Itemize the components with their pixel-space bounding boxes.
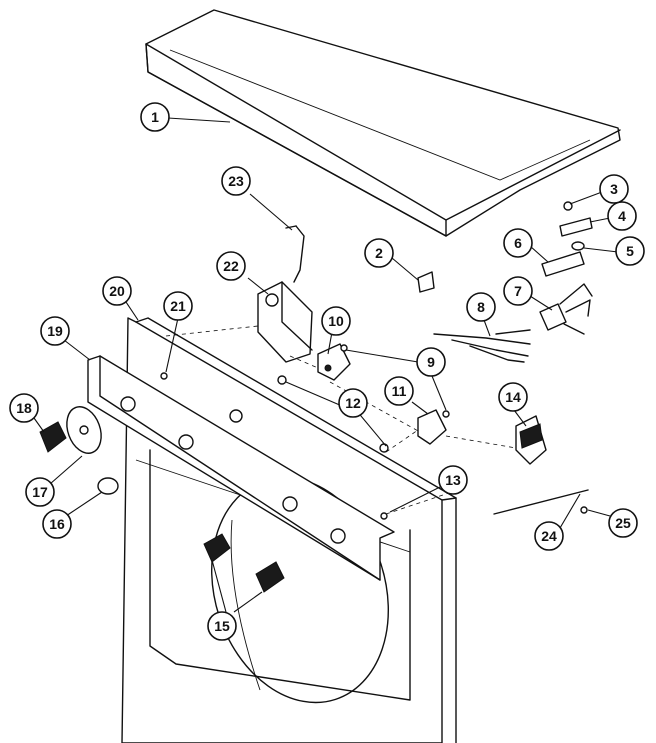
callout-label-2: 2 — [375, 245, 383, 261]
callout-13: 13 — [438, 465, 468, 495]
callout-label-14: 14 — [505, 389, 521, 405]
callout-14: 14 — [498, 382, 528, 412]
callout-1: 1 — [140, 102, 170, 132]
callout-21: 21 — [163, 291, 193, 321]
callout-label-20: 20 — [109, 283, 125, 299]
callout-label-4: 4 — [618, 208, 626, 224]
callout-label-7: 7 — [514, 283, 522, 299]
callout-3: 3 — [599, 174, 629, 204]
callout-label-3: 3 — [610, 181, 618, 197]
screw-25 — [580, 506, 588, 514]
callout-22: 22 — [216, 251, 246, 281]
callout-12: 12 — [338, 388, 368, 418]
callout-label-18: 18 — [16, 400, 32, 416]
callout-10: 10 — [321, 306, 351, 336]
callout-8: 8 — [466, 292, 496, 322]
harness-8 — [433, 329, 531, 363]
callout-label-17: 17 — [32, 484, 48, 500]
callout-label-9: 9 — [427, 354, 435, 370]
knobs-on-panel — [203, 533, 285, 593]
callout-label-10: 10 — [328, 313, 344, 329]
rod-24 — [493, 489, 589, 515]
callout-label-16: 16 — [49, 516, 65, 532]
callout-7: 7 — [503, 276, 533, 306]
callout-label-11: 11 — [392, 383, 407, 399]
clip-2 — [417, 271, 435, 293]
callout-4: 4 — [607, 201, 637, 231]
callout-label-1: 1 — [151, 109, 159, 125]
callout-23: 23 — [221, 166, 251, 196]
harness-23 — [285, 225, 305, 283]
callout-25: 25 — [608, 508, 638, 538]
callout-2: 2 — [364, 238, 394, 268]
push-button-16 — [97, 477, 119, 495]
switch-10 — [317, 343, 351, 381]
callout-label-21: 21 — [170, 298, 186, 314]
part-5 — [571, 241, 585, 251]
bracket-6 — [541, 251, 585, 277]
callout-label-15: 15 — [214, 618, 230, 634]
callout-label-12: 12 — [345, 395, 361, 411]
leader-lines — [33, 117, 619, 613]
timer-22 — [257, 281, 313, 363]
screws — [160, 344, 450, 520]
switch-11 — [417, 409, 447, 445]
callout-5: 5 — [615, 236, 645, 266]
callout-20: 20 — [102, 276, 132, 306]
callout-19: 19 — [40, 316, 70, 346]
harness-7 — [539, 283, 593, 335]
callout-label-24: 24 — [541, 528, 557, 544]
callout-24: 24 — [534, 521, 564, 551]
callout-6: 6 — [503, 228, 533, 258]
part-4 — [559, 217, 593, 237]
callout-11: 11 — [384, 376, 414, 406]
callout-label-22: 22 — [223, 258, 239, 274]
control-panel — [87, 355, 395, 581]
callout-18: 18 — [9, 393, 39, 423]
knob-18 — [39, 421, 67, 453]
callout-label-13: 13 — [445, 472, 461, 488]
callout-17: 17 — [25, 477, 55, 507]
callout-label-5: 5 — [626, 243, 634, 259]
alignment-lines — [165, 325, 517, 515]
top-panel — [145, 9, 621, 237]
callout-label-23: 23 — [228, 173, 244, 189]
switch-14 — [515, 415, 547, 465]
callout-label-25: 25 — [615, 515, 631, 531]
callout-label-6: 6 — [514, 235, 522, 251]
dial-skirt-17 — [66, 406, 102, 454]
callout-16: 16 — [42, 509, 72, 539]
callout-9: 9 — [416, 347, 446, 377]
callout-label-19: 19 — [47, 323, 63, 339]
callout-15: 15 — [207, 611, 237, 641]
callout-label-8: 8 — [477, 299, 485, 315]
